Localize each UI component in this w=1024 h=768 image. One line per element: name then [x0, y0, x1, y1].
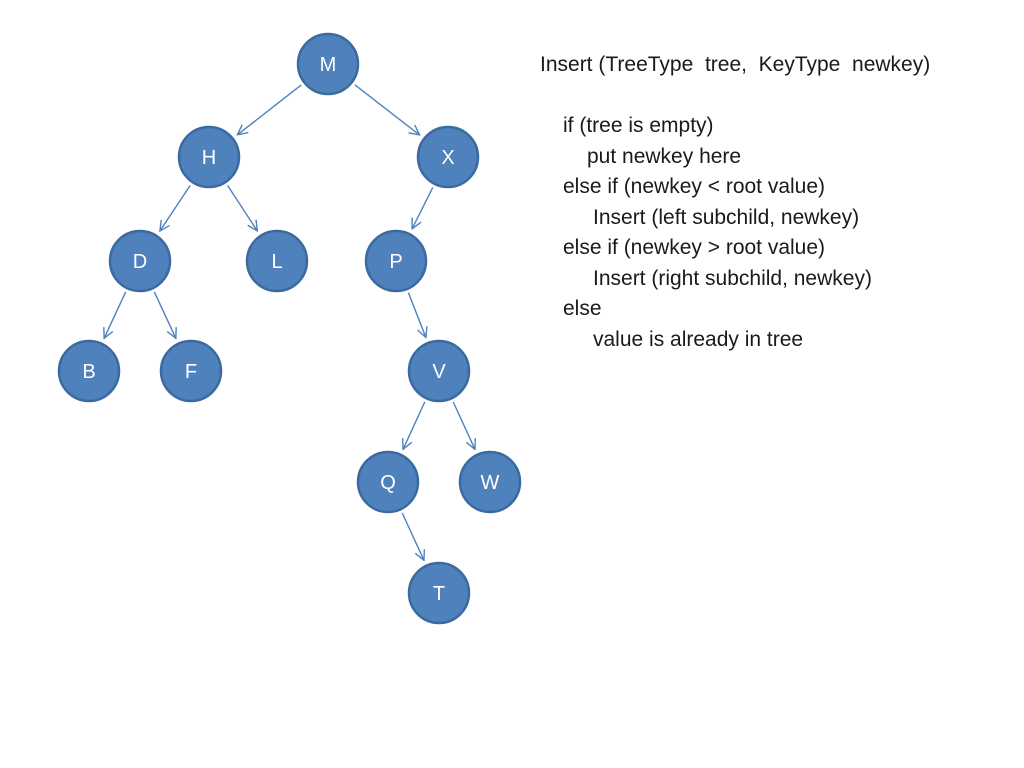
edge-q-t	[401, 512, 424, 560]
node-circle	[177, 125, 241, 189]
code-line-else: else	[563, 297, 602, 320]
code-line-signature: Insert (TreeType tree, KeyType newkey)	[540, 53, 931, 76]
node-label: D	[133, 251, 147, 273]
code-line-insert-left: Insert (left subchild, newkey)	[593, 205, 860, 229]
tree-node-h: H	[177, 125, 241, 189]
code-line-already-in-tree: value is already in tree	[593, 327, 804, 351]
edge-h-d	[160, 184, 191, 231]
code-line-else-if-less: else if (newkey < root value)	[563, 175, 826, 198]
tree-node-w: W	[458, 450, 522, 514]
node-label: F	[185, 361, 197, 383]
node-circle	[407, 561, 471, 625]
tree-node-l: L	[245, 229, 309, 293]
tree-edges	[104, 84, 475, 560]
edge-p-v	[407, 292, 426, 338]
node-label: B	[82, 361, 95, 383]
tree-node-x: X	[416, 125, 480, 189]
node-circle	[416, 125, 480, 189]
node-circle	[296, 32, 360, 96]
tree-node-m: M	[296, 32, 360, 96]
edge-d-b	[104, 291, 127, 338]
node-label: W	[481, 472, 500, 494]
tree-node-f: F	[159, 339, 223, 403]
node-label: M	[320, 54, 337, 76]
node-label: Q	[380, 472, 396, 494]
node-circle	[407, 339, 471, 403]
edge-m-x	[354, 84, 420, 135]
node-circle	[364, 229, 428, 293]
code-line-put-newkey: put newkey here	[587, 144, 742, 168]
insert-pseudocode: Insert (TreeType tree, KeyType newkey) i…	[540, 50, 1010, 355]
edge-d-f	[153, 291, 176, 338]
node-circle	[57, 339, 121, 403]
node-circle	[356, 450, 420, 514]
tree-node-d: D	[108, 229, 172, 293]
node-circle	[159, 339, 223, 403]
node-label: T	[433, 583, 445, 605]
node-circle	[458, 450, 522, 514]
code-line-insert-right: Insert (right subchild, newkey)	[593, 266, 872, 290]
edge-v-q	[403, 401, 426, 449]
edge-h-l	[227, 185, 258, 230]
node-circle	[108, 229, 172, 293]
code-line-else-if-greater: else if (newkey > root value)	[563, 236, 826, 259]
edge-v-w	[452, 401, 475, 449]
node-label: H	[202, 147, 216, 169]
edge-x-p	[412, 187, 434, 228]
tree-node-b: B	[57, 339, 121, 403]
tree-nodes: M H X D L P B F V Q W T	[57, 32, 522, 625]
tree-node-q: Q	[356, 450, 420, 514]
tree-node-t: T	[407, 561, 471, 625]
node-label: L	[271, 251, 282, 273]
node-label: X	[441, 147, 454, 169]
tree-node-p: P	[364, 229, 428, 293]
code-line-blank	[540, 81, 1010, 112]
node-circle	[245, 229, 309, 293]
edge-m-h	[237, 84, 302, 135]
tree-node-v: V	[407, 339, 471, 403]
node-label: V	[432, 361, 446, 383]
node-label: P	[389, 251, 402, 273]
code-line-if-empty: if (tree is empty)	[563, 114, 714, 137]
